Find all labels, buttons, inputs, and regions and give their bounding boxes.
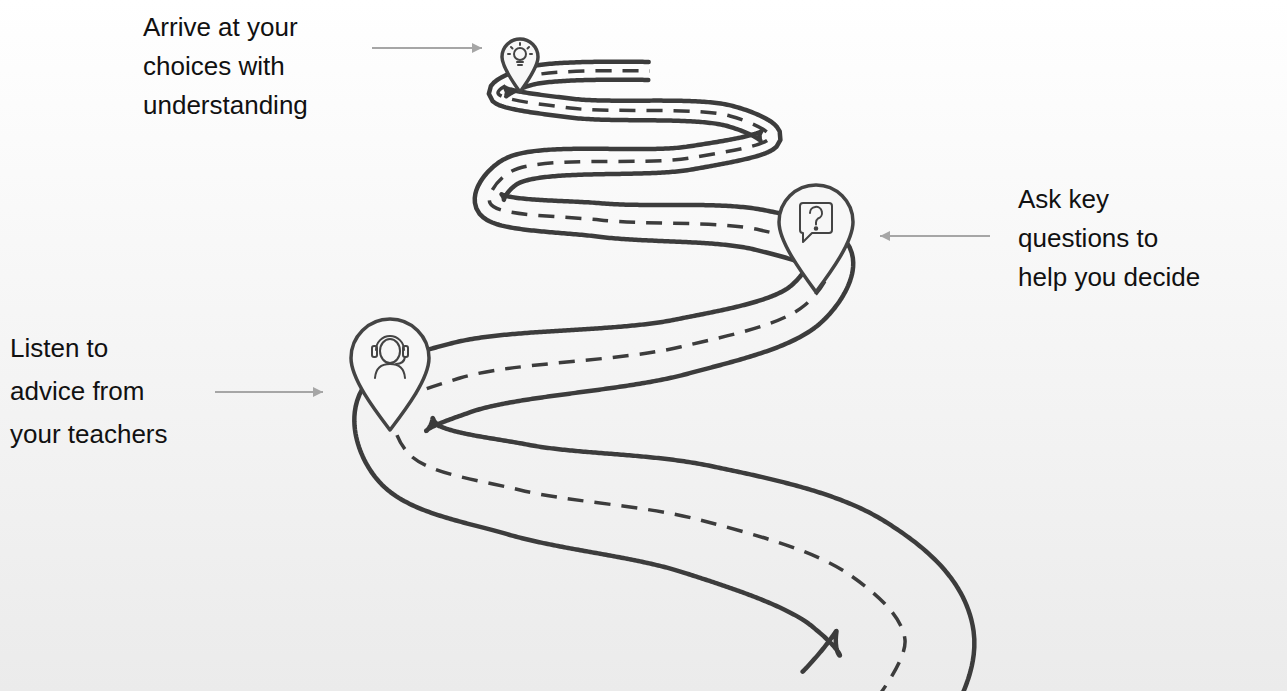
- person-shoulders: [375, 364, 405, 378]
- question-icon: [800, 203, 832, 242]
- bulb-icon: [508, 43, 532, 65]
- leader-arrow: [880, 235, 990, 237]
- headset-mic: [396, 357, 405, 364]
- map-pin: [502, 39, 538, 92]
- bulb-base: [518, 64, 522, 66]
- headset-icon: [372, 336, 408, 378]
- bulb-ray: [528, 47, 530, 49]
- road-edge: [426, 80, 974, 691]
- headset-cup: [403, 346, 408, 357]
- bulb-ray: [508, 53, 510, 55]
- map-pin: [351, 319, 429, 430]
- callout-text: Arrive at your choices with understandin…: [143, 8, 343, 125]
- person-head: [380, 339, 400, 363]
- road-centre-line: [393, 71, 905, 691]
- bulb-ray: [530, 53, 532, 55]
- headset-cup: [372, 346, 377, 357]
- map-pin: [779, 185, 853, 292]
- map-pins: [351, 39, 853, 430]
- speech-bubble: [800, 203, 832, 242]
- bulb-base: [517, 61, 523, 63]
- bulb-ray: [519, 43, 521, 45]
- leader-arrows: [215, 48, 990, 392]
- question-mark-shape: [810, 207, 822, 225]
- bulb-ray: [511, 47, 513, 49]
- pin-icons: [372, 43, 832, 378]
- headset-band: [376, 336, 404, 350]
- leader-arrow: [215, 391, 323, 393]
- winding-road: [354, 62, 974, 691]
- callout-text: Listen to advice from your teachers: [10, 327, 180, 456]
- leader-arrow: [372, 47, 482, 49]
- bulb-glass: [514, 48, 526, 60]
- callout-text: Ask key questions to help you decide: [1018, 180, 1208, 297]
- question-mark-dot: [815, 227, 818, 230]
